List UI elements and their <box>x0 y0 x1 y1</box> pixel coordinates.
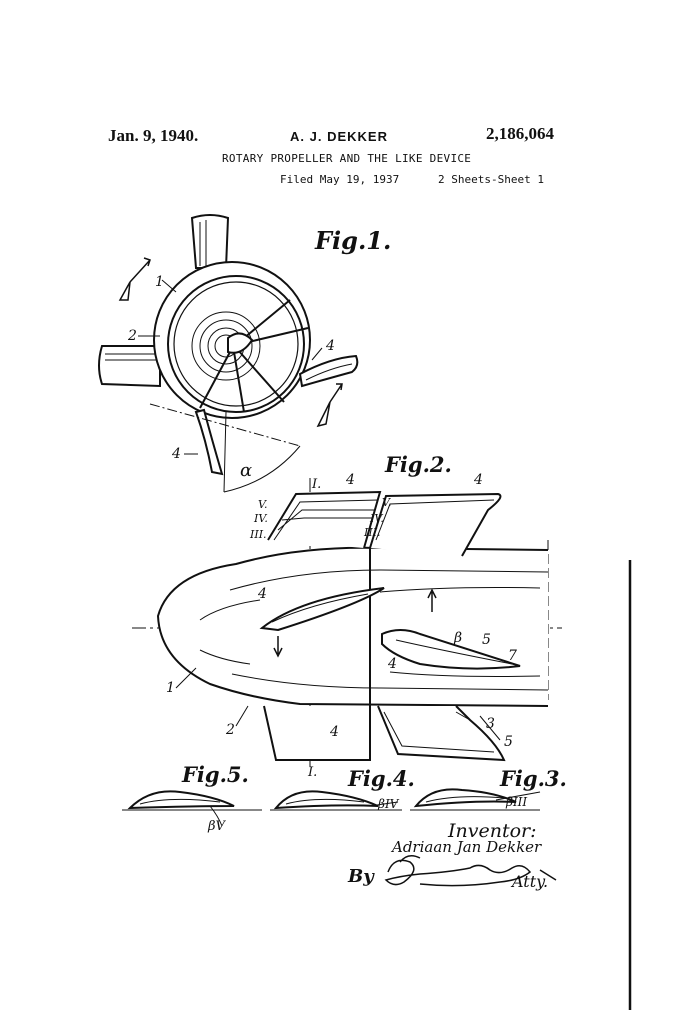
ref-IV-left: IV. <box>253 512 268 525</box>
ref-4-top-a: 4 <box>345 472 355 488</box>
patent-date: Jan. 9, 1940. <box>108 126 199 145</box>
ref-2-fig1: 2 <box>127 328 137 344</box>
ref-beta-IV: βIV <box>377 797 400 811</box>
fig1-drawing <box>98 214 359 493</box>
ref-2-fig2: 2 <box>225 722 235 738</box>
fig2-label: Fig.2. <box>385 452 452 477</box>
fig2-drawing <box>132 478 562 770</box>
ref-III-right: III. <box>363 526 381 539</box>
ref-I-bottom: I. <box>307 765 317 780</box>
patent-title: ROTARY PROPELLER AND THE LIKE DEVICE <box>222 152 472 165</box>
inventor-label: Inventor: <box>448 820 537 842</box>
filing-date: Filed May 19, 1937 <box>280 173 400 186</box>
ref-IV-right: IV. <box>369 512 384 525</box>
fig3-section <box>410 788 541 811</box>
ref-beta-V: βV <box>207 819 227 834</box>
fig4-section <box>270 790 402 811</box>
ref-4-lower-side: 4 <box>387 656 397 672</box>
ref-7: 7 <box>508 648 517 664</box>
fig5-section <box>122 790 262 827</box>
sheet-number: 2 Sheets-Sheet 1 <box>438 173 544 186</box>
ref-1-fig1: 1 <box>155 274 164 290</box>
patent-number: 2,186,064 <box>486 124 554 143</box>
ref-4-side: 4 <box>257 586 267 602</box>
inventor-name-header: A. J. DEKKER <box>290 129 388 144</box>
fig5-label: Fig.5. <box>182 762 249 787</box>
ref-I-top: I. <box>311 477 321 492</box>
ref-beta: β <box>453 630 462 646</box>
ref-1-fig2: 1 <box>166 680 175 696</box>
ref-4-fig1-lower: 4 <box>171 446 181 462</box>
ref-4-top-b: 4 <box>473 472 483 488</box>
ref-beta-III: βIII <box>505 795 527 809</box>
inventor-signature: Adriaan Jan Dekker <box>392 838 542 856</box>
ref-V-right: V. <box>382 496 392 509</box>
ref-III-left: III. <box>249 528 267 541</box>
fig3-label: Fig.3. <box>500 766 567 791</box>
ref-4-bottom: 4 <box>329 724 339 740</box>
attorney-signature-drawing <box>384 855 557 887</box>
fig4-label: Fig.4. <box>348 766 415 791</box>
attorney-label: Atty. <box>512 872 549 891</box>
by-label: By <box>348 866 374 887</box>
ref-5-bottom: 5 <box>504 734 513 750</box>
fig1-label: Fig.1. <box>315 226 392 255</box>
ref-alpha: α <box>240 460 252 481</box>
ref-3: 3 <box>486 716 495 732</box>
ref-4-fig1-right: 4 <box>325 338 335 354</box>
ref-V-left: V. <box>258 498 268 511</box>
ref-5-side: 5 <box>482 632 491 648</box>
